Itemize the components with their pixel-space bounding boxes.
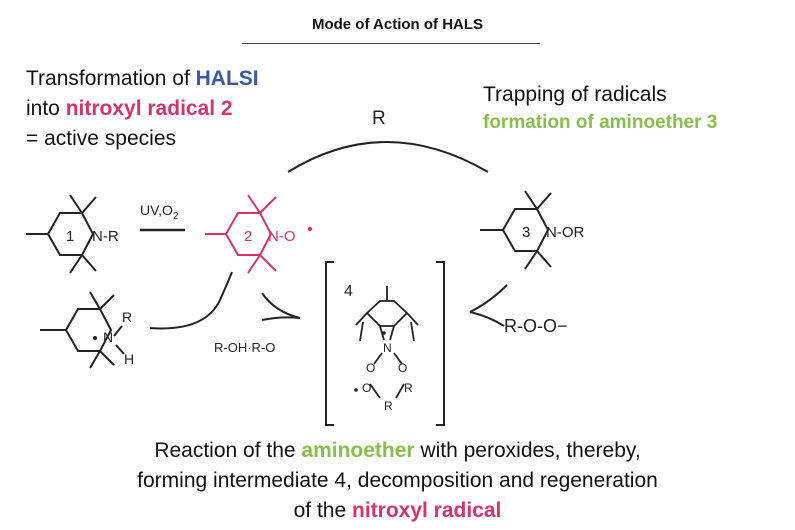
peroxide-arrow-upper [469,284,508,313]
amine-structure [40,291,125,369]
left-text-plain: Transformation of [26,67,196,90]
arc-label: R [372,108,386,129]
intermediate-o-atom-1: O [366,361,375,375]
intermediate-brackets [325,261,445,426]
page-title: Mode of Action of HALS [311,16,484,33]
bottom-text-line-1: Reaction of the aminoether with peroxide… [154,439,641,462]
halsi-label: HALSI [195,67,259,90]
compound-3-group: N-OR [546,224,584,241]
amine-n-atom: N [103,329,113,345]
left-text-line-2: into nitroxyl radical 2 [26,94,233,123]
compound-2-group: N-O [268,228,296,245]
bottom-text-line-3: of the nitroxyl radical [293,499,502,522]
intermediate-o-atom-2: O [398,361,407,375]
regeneration-curve [149,271,233,330]
left-text-line-1: Transformation of HALSI [26,64,259,93]
intermediate-number: 4 [344,283,353,300]
intermediate-4-structure [355,286,419,399]
compound-1-structure [26,194,97,274]
title-underline [242,43,540,44]
aminoether-label: aminoether [301,439,415,462]
nitroxyl-radical-label: nitroxyl radical 2 [65,97,233,120]
peroxide-arrow-lower [469,311,505,327]
aminoether-formation-label: formation of aminoether 3 [483,112,718,133]
intermediate-o-atom-3: O [362,381,371,395]
intermediate-n-atom: N [383,341,392,355]
intermediate-radical-dot-2 [354,388,358,392]
right-text-line-1: Trapping of radicals [483,83,667,106]
nitroxyl-to-intermediate-arrow [261,292,301,319]
compound-2-number: 2 [244,228,252,245]
bottom-text-line-2: forming intermediate 4, decomposition an… [137,469,658,492]
byproduct-label: R-OH·R-O [214,340,275,355]
peroxide-label: R-O-O− [504,316,568,336]
compound-1-group: N-R [92,228,119,245]
compound-3-number: 3 [522,224,530,241]
intermediate-r-atom-2: R [384,399,393,413]
compound-3-structure [480,190,552,270]
compound-2-structure [205,194,277,274]
radical-dot [307,226,313,232]
compound-1-number: 1 [66,228,74,245]
left-text-line-3: = active species [26,127,176,150]
intermediate-radical-dot [382,331,386,335]
amine-h-atom: H [124,351,134,367]
byproduct-curve [261,316,301,321]
nitroxyl-radical-label-bottom: nitroxyl radical [352,499,502,522]
amine-r-atom: R [122,309,132,325]
left-text-plain: into [26,97,66,120]
intermediate-r-atom-1: R [404,381,413,395]
radical-trap-arc [287,141,489,173]
uv-o2-reagent: UV,O2 [140,202,179,222]
amine-radical-dot [93,336,97,340]
